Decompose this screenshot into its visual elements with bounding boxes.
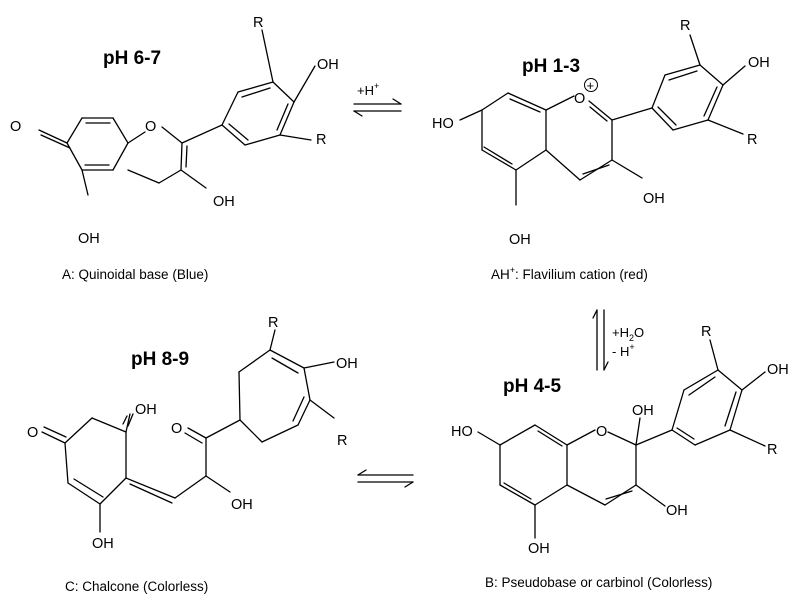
quinoidal-oh-4p: OH [317, 57, 339, 73]
flavilium-r-top: R [680, 18, 690, 34]
pseudobase-oh-2: OH [632, 403, 654, 419]
pseudobase-r-top: R [701, 324, 711, 340]
quinoidal-base-structure: O O OH OH OH R R pH 6-7 A: Quinoidal bas… [10, 15, 339, 282]
chalcone-caption: C: Chalcone (Colorless) [65, 579, 208, 594]
flavilium-ph-label: pH 1-3 [522, 56, 580, 77]
chalcone-ketone-o-mid: O [171, 421, 182, 437]
quinoidal-ph-label: pH 6-7 [103, 48, 161, 69]
chalcone-r-right: R [337, 433, 347, 449]
reaction-label-plus-water: +H2O [612, 325, 644, 343]
quinoidal-r-top: R [253, 15, 263, 31]
reaction-label-minus-h: - H+ [612, 342, 635, 359]
chalcone-bonds [41, 329, 335, 533]
pseudobase-oh-4p: OH [767, 362, 789, 378]
chalcone-ketone-o-left: O [27, 425, 38, 441]
chalcone-structure: O OH OH O OH OH R R pH 8-9 C: Chalcone (… [27, 315, 358, 594]
pseudobase-ho-7: HO [451, 424, 473, 440]
flavilium-caption: AH+: Flavilium cation (red) [491, 265, 648, 282]
quinoidal-oh-5: OH [78, 231, 100, 247]
quinoidal-bonds [38, 29, 316, 196]
quinoidal-ketone-o: O [10, 119, 21, 135]
flavilium-ho-7: HO [432, 116, 454, 132]
chalcone-oh-top: OH [135, 402, 157, 418]
reaction-label-h-plus: +H+ [357, 81, 379, 98]
pseudobase-oh-5: OH [528, 541, 550, 557]
quinoidal-oh-3: OH [213, 194, 235, 210]
equilibrium-arrow-a-ah: +H+ [353, 81, 402, 117]
quinoidal-ring-o: O [145, 119, 156, 135]
pseudobase-r-right: R [767, 442, 777, 458]
flavilium-cation-structure: O + HO OH OH OH R R pH 1-3 AH+: Flaviliu… [432, 18, 770, 282]
chalcone-oh-right: OH [336, 356, 358, 372]
positive-charge-sign: + [587, 78, 595, 93]
equilibrium-arrow-c-b [357, 469, 414, 488]
quinoidal-caption: A: Quinoidal base (Blue) [62, 267, 208, 282]
flavilium-ring-o: O [574, 91, 585, 107]
quinoidal-r-right: R [316, 132, 326, 148]
chalcone-r-top: R [268, 315, 278, 331]
chalcone-ph-label: pH 8-9 [131, 349, 189, 370]
pseudobase-structure: O HO OH OH OH OH R R pH 4-5 B: Pseudobas… [451, 324, 789, 590]
chalcone-oh-mid: OH [231, 497, 253, 513]
pseudobase-ring-o: O [596, 424, 607, 440]
positive-charge-icon [584, 78, 598, 92]
pseudobase-ph-label: pH 4-5 [503, 376, 562, 397]
flavilium-oh-5: OH [509, 232, 531, 248]
equilibrium-arrow-ah-b: +H2O - H+ [592, 309, 644, 371]
flavilium-oh-4p: OH [748, 55, 770, 71]
flavilium-oh-3: OH [643, 191, 665, 207]
chalcone-oh-bottom: OH [92, 536, 114, 552]
pseudobase-oh-3: OH [666, 503, 688, 519]
pseudobase-caption: B: Pseudobase or carbinol (Colorless) [485, 575, 712, 590]
flavilium-bonds [459, 34, 746, 206]
pseudobase-bonds [477, 339, 766, 539]
flavilium-r-right: R [747, 132, 757, 148]
